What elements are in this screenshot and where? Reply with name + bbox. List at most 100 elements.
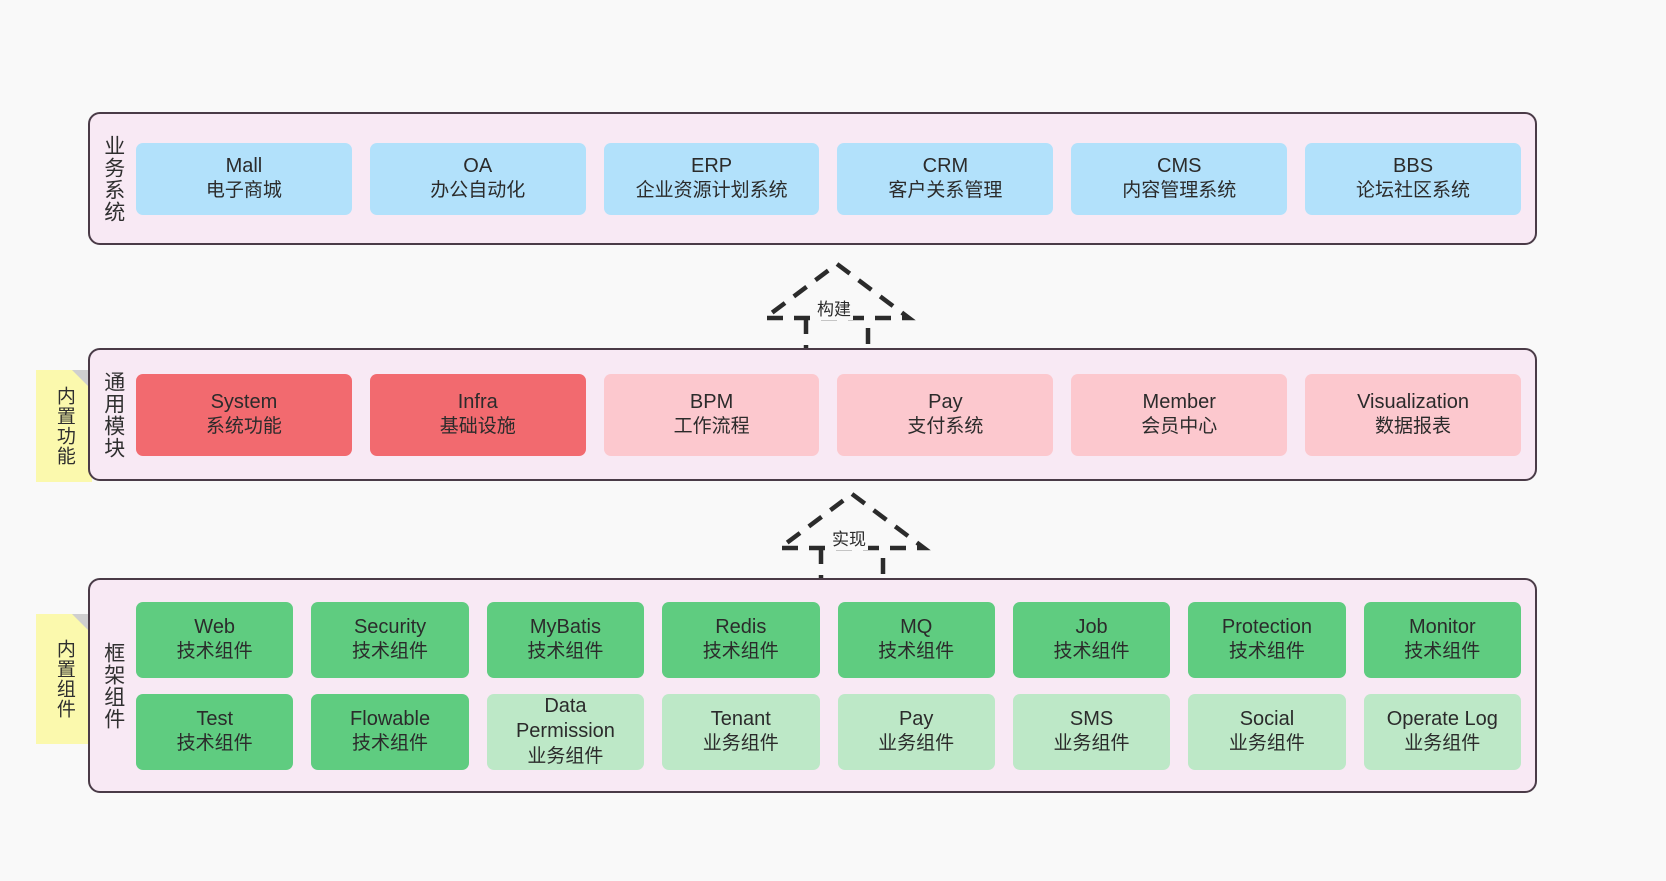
folded-corner-icon	[72, 370, 92, 390]
layer-label-common: 通用模块	[101, 370, 125, 459]
card-title: Flowable	[350, 707, 431, 730]
sticky-note-text: 内置组件	[53, 639, 75, 719]
card-title: Pay	[928, 390, 963, 413]
card-oa[interactable]: OA 办公自动化	[369, 142, 586, 215]
card-pay-component[interactable]: Pay 业务组件	[837, 693, 995, 770]
card-title: Operate Log	[1386, 707, 1498, 730]
framework-row-business: Test 技术组件 Flowable 技术组件 Data Permission …	[136, 693, 1521, 770]
card-subtitle: 基础设施	[439, 416, 516, 438]
card-social[interactable]: Social 业务组件	[1188, 693, 1346, 770]
layer-label-business: 业务系统	[101, 134, 125, 223]
card-subtitle: 工作流程	[673, 416, 750, 438]
card-subtitle: 技术组件	[176, 641, 253, 663]
card-title: Data Permission	[515, 694, 615, 743]
card-title: Infra	[457, 390, 498, 413]
card-protection[interactable]: Protection 技术组件	[1188, 601, 1346, 678]
card-job[interactable]: Job 技术组件	[1012, 601, 1171, 678]
card-subtitle: 业务组件	[878, 733, 955, 755]
card-subtitle: 支付系统	[907, 416, 984, 438]
card-cms[interactable]: CMS 内容管理系统	[1071, 142, 1288, 215]
layer-body-common: System 系统功能 Infra 基础设施 BPM 工作流程 Pay 支付系统…	[136, 350, 1535, 479]
card-title: Web	[194, 615, 236, 638]
arrow-build: 构建	[757, 258, 917, 358]
layer-common-modules: 通用模块 System 系统功能 Infra 基础设施 BPM 工作流程 Pay…	[88, 348, 1537, 481]
card-subtitle: 业务组件	[1053, 733, 1130, 755]
card-subtitle: 企业资源计划系统	[635, 180, 788, 202]
card-subtitle: 技术组件	[176, 733, 253, 755]
card-crm[interactable]: CRM 客户关系管理	[837, 142, 1054, 215]
card-pay-module[interactable]: Pay 支付系统	[837, 373, 1054, 456]
card-subtitle: 内容管理系统	[1122, 180, 1237, 202]
card-subtitle: 业务组件	[1228, 733, 1305, 755]
card-title: CMS	[1157, 154, 1202, 177]
card-subtitle: 技术组件	[527, 641, 604, 663]
card-title: Protection	[1221, 615, 1312, 638]
arrow-label-implement: 实现	[830, 525, 868, 550]
card-title: BBS	[1393, 154, 1434, 177]
framework-row-tech: Web 技术组件 Security 技术组件 MyBatis 技术组件 Redi…	[136, 601, 1521, 678]
card-test[interactable]: Test 技术组件	[136, 693, 294, 770]
card-flowable[interactable]: Flowable 技术组件	[311, 693, 469, 770]
sticky-note-builtin-function: 内置功能	[36, 370, 92, 482]
card-mall[interactable]: Mall 电子商城	[136, 142, 352, 215]
card-subtitle: 论坛社区系统	[1356, 180, 1471, 202]
card-title: Pay	[898, 707, 934, 730]
card-system[interactable]: System 系统功能	[136, 373, 352, 456]
card-member[interactable]: Member 会员中心	[1071, 373, 1288, 456]
card-erp[interactable]: ERP 企业资源计划系统	[603, 142, 820, 215]
card-sms[interactable]: SMS 业务组件	[1012, 693, 1171, 770]
card-web[interactable]: Web 技术组件	[136, 601, 294, 678]
card-title: Job	[1075, 615, 1108, 638]
card-title: SMS	[1069, 707, 1114, 730]
card-mq[interactable]: MQ 技术组件	[837, 601, 995, 678]
layer-body-framework: Web 技术组件 Security 技术组件 MyBatis 技术组件 Redi…	[136, 580, 1535, 791]
card-subtitle: 办公自动化	[430, 180, 526, 202]
card-title: Member	[1142, 390, 1216, 413]
arrow-implement: 实现	[772, 488, 932, 588]
folded-corner-icon	[72, 614, 92, 634]
card-title: Visualization	[1357, 390, 1470, 413]
card-subtitle: 客户关系管理	[888, 180, 1003, 202]
card-infra[interactable]: Infra 基础设施	[369, 373, 586, 456]
card-monitor[interactable]: Monitor 技术组件	[1363, 601, 1521, 678]
card-subtitle: 技术组件	[1228, 641, 1305, 663]
card-title: Mall	[225, 154, 263, 177]
card-subtitle: 技术组件	[878, 641, 955, 663]
arrow-label-build: 构建	[815, 295, 853, 320]
card-title: Redis	[715, 615, 767, 638]
card-subtitle: 数据报表	[1375, 416, 1452, 438]
card-redis[interactable]: Redis 技术组件	[662, 601, 820, 678]
card-title: MyBatis	[529, 615, 601, 638]
card-bpm[interactable]: BPM 工作流程	[603, 373, 820, 456]
card-security[interactable]: Security 技术组件	[311, 601, 469, 678]
card-subtitle: 系统功能	[205, 416, 282, 438]
card-subtitle: 业务组件	[527, 745, 604, 767]
card-visualization[interactable]: Visualization 数据报表	[1305, 373, 1521, 456]
card-subtitle: 技术组件	[352, 641, 429, 663]
card-subtitle: 技术组件	[1404, 641, 1481, 663]
card-title: Social	[1239, 707, 1295, 730]
layer-body-business: Mall 电子商城 OA 办公自动化 ERP 企业资源计划系统 CRM 客户关系…	[136, 114, 1535, 243]
card-title: OA	[463, 154, 493, 177]
layer-label-framework: 框架组件	[101, 641, 125, 730]
card-subtitle: 技术组件	[352, 733, 429, 755]
card-mybatis[interactable]: MyBatis 技术组件	[486, 601, 645, 678]
card-operate-log[interactable]: Operate Log 业务组件	[1363, 693, 1521, 770]
card-subtitle: 电子商城	[205, 180, 282, 202]
card-title: ERP	[691, 154, 733, 177]
card-title: BPM	[689, 390, 734, 413]
sticky-note-text: 内置功能	[53, 386, 75, 466]
card-title: MQ	[900, 615, 933, 638]
card-data-permission[interactable]: Data Permission 业务组件	[486, 693, 645, 770]
card-title: Tenant	[710, 707, 771, 730]
card-title: CRM	[922, 154, 969, 177]
layer-framework-components: 框架组件 Web 技术组件 Security 技术组件 MyBatis 技术组件…	[88, 578, 1537, 793]
card-subtitle: 技术组件	[1053, 641, 1130, 663]
card-bbs[interactable]: BBS 论坛社区系统	[1305, 142, 1521, 215]
card-tenant[interactable]: Tenant 业务组件	[662, 693, 820, 770]
card-title: System	[210, 390, 278, 413]
card-subtitle: 技术组件	[702, 641, 779, 663]
card-subtitle: 业务组件	[702, 733, 779, 755]
card-title: Monitor	[1408, 615, 1476, 638]
